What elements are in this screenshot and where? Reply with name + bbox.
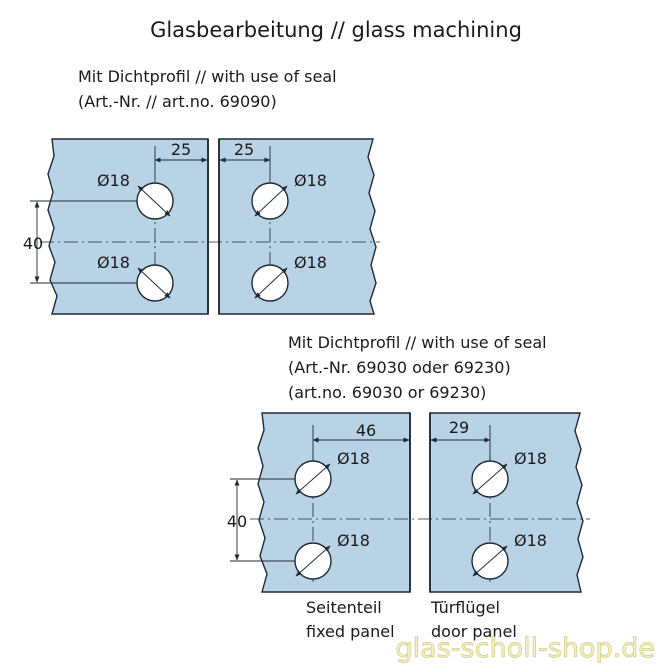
top-left-offset-value: 25 [171,140,191,159]
bottom-caption-line1: Mit Dichtprofil // with use of seal [288,333,547,352]
door-panel-label-de: Türflügel [430,598,500,617]
door-glass-panel [429,412,584,593]
top-caption-line2: (Art.-Nr. // art.no. 69090) [78,92,277,111]
dim-arrow [295,545,331,577]
door-upper-diameter: Ø18 [514,449,547,468]
dim-arrow [137,185,171,217]
top-right-glass-panel [218,138,377,315]
dim-arrow [254,185,288,217]
door-offset-value: 29 [449,418,469,437]
top-right-lower-diameter: Ø18 [294,253,327,272]
top-caption-line1: Mit Dichtprofil // with use of seal [78,67,337,86]
bottom-caption-line3: (art.no. 69030 or 69230) [288,383,486,402]
top-spacing-value: 40 [23,234,43,253]
top-right-offset-value: 25 [234,140,254,159]
top-left-glass-panel [47,138,209,315]
bottom-spacing-value: 40 [227,512,247,531]
dim-arrow [472,463,508,495]
dim-arrow [254,267,288,299]
top-left-lower-diameter: Ø18 [97,253,130,272]
fixed-lower-diameter: Ø18 [337,531,370,550]
page-title: Glasbearbeitung // glass machining [150,18,522,42]
fixed-panel-label-de: Seitenteil [306,598,382,617]
top-left-upper-diameter: Ø18 [97,171,130,190]
fixed-upper-diameter: Ø18 [337,449,370,468]
door-panel-label-en: door panel [431,622,517,641]
dim-arrow [472,545,508,577]
watermark: glas-scholl-shop.de [396,633,655,664]
dim-arrow [295,463,331,495]
bottom-caption-line2: (Art.-Nr. 69030 oder 69230) [288,358,511,377]
door-lower-diameter: Ø18 [514,531,547,550]
fixed-panel-label-en: fixed panel [306,622,395,641]
fixed-offset-value: 46 [356,421,376,440]
top-right-upper-diameter: Ø18 [294,171,327,190]
dim-arrow [137,267,171,299]
